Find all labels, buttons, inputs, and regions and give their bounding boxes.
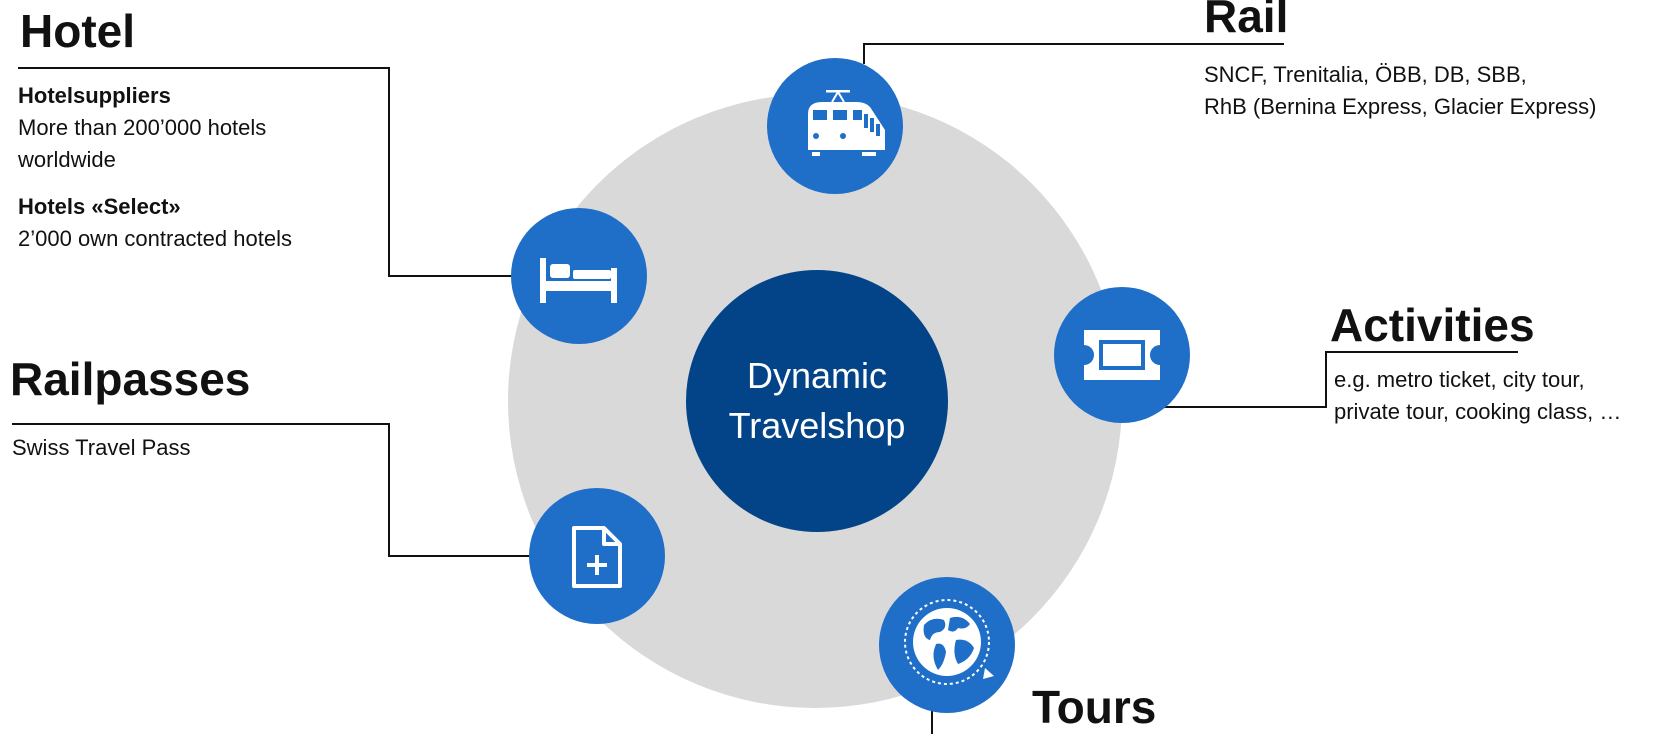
rail-details: SNCF, Trenitalia, ÖBB, DB, SBB, RhB (Ber…	[1204, 59, 1596, 123]
railpasses-title: Railpasses	[10, 353, 251, 405]
tours-title: Tours	[1032, 681, 1157, 733]
ticket-icon	[1084, 330, 1160, 380]
hotel-connector	[18, 67, 512, 277]
globe-icon	[904, 599, 994, 685]
hotel-item-line: worldwide	[18, 147, 116, 172]
hotel-item-label: Hotels «Select»	[18, 194, 181, 219]
rail-node	[767, 58, 903, 194]
activities-node	[1054, 287, 1190, 423]
train-icon	[808, 90, 885, 156]
center-circle	[686, 270, 948, 532]
center-label: Dynamic Travelshop	[686, 270, 948, 532]
hotel-item-label: Hotelsuppliers	[18, 83, 171, 108]
railpasses-line: Swiss Travel Pass	[12, 435, 191, 460]
activities-line: private tour, cooking class, …	[1334, 399, 1622, 424]
hotel-item-line: 2’000 own contracted hotels	[18, 226, 292, 251]
activities-title: Activities	[1330, 299, 1535, 351]
hotel-title: Hotel	[20, 5, 135, 57]
rail-line: RhB (Bernina Express, Glacier Express)	[1204, 94, 1597, 119]
rail-connector	[863, 43, 1284, 64]
railpasses-node	[529, 488, 665, 624]
bed-icon	[540, 258, 617, 303]
activities-line: e.g. metro ticket, city tour,	[1334, 367, 1585, 392]
activities-connector	[1152, 351, 1518, 408]
center-label-line2: Travelshop	[728, 405, 906, 446]
hotel-details: Hotelsuppliers More than 200’000 hotels …	[18, 80, 292, 255]
activities-details: e.g. metro ticket, city tour, private to…	[1334, 364, 1621, 428]
center-label-line1: Dynamic	[746, 355, 888, 396]
rail-line: SNCF, Trenitalia, ÖBB, DB, SBB,	[1204, 62, 1527, 87]
railpasses-connector	[12, 423, 530, 557]
rail-title: Rail	[1204, 0, 1289, 42]
hotel-item-line: More than 200’000 hotels	[18, 115, 267, 140]
railpasses-details: Swiss Travel Pass	[12, 432, 191, 464]
tours-node	[879, 577, 1015, 713]
document-plus-icon	[572, 526, 622, 588]
hotel-node	[511, 208, 647, 344]
